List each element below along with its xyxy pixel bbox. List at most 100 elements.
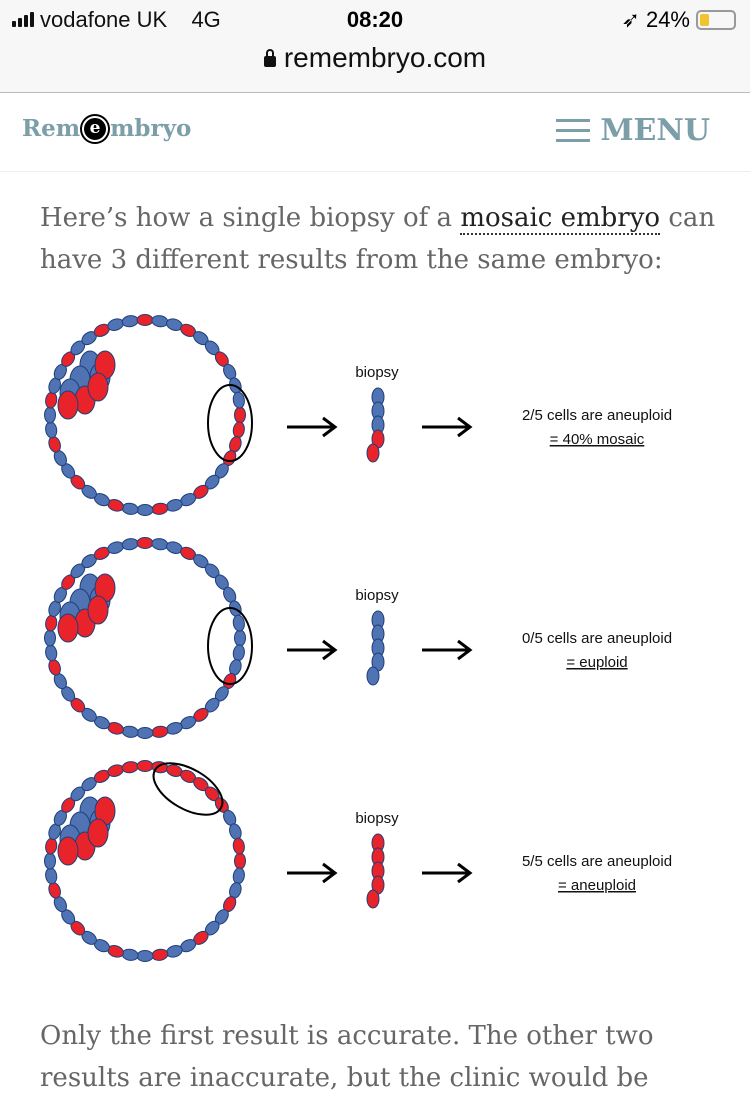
cell [136,727,154,739]
biopsy-circle [207,384,253,462]
cell [232,614,245,632]
cell [57,836,79,866]
inner-cell-mass [57,796,116,866]
carrier: vodafone UK [40,7,168,32]
cell [44,629,56,647]
embryo-ring [44,314,246,516]
mosaic-embryo-link[interactable]: mosaic embryo [460,203,661,235]
embryo-ring [44,760,246,962]
result-text: 0/5 cells are aneuploid [522,630,672,647]
cell [87,372,109,402]
battery-icon [696,10,736,30]
cell [121,725,139,738]
verdict-text: = aneuploid [558,877,636,894]
biopsy-chain [366,387,385,463]
location-icon: ➶ [621,7,640,32]
cell [232,644,245,662]
cell [121,538,139,551]
cell [121,761,139,774]
cell [121,948,139,961]
logo-e-icon: e [82,115,109,142]
biopsy-label: biopsy [355,587,399,604]
address-bar[interactable]: remembryo.com [0,42,750,74]
arrow-icon [422,862,473,884]
cell [232,421,245,439]
intro-text: Here’s how a single biopsy of a [40,203,461,233]
verdict-text: = euploid [566,654,627,671]
diagram-row: biopsy 0/5 cells are aneuploid = euploid [44,537,672,739]
outro-line: Only the first result is accurate. The o… [40,1021,654,1051]
arrow-icon [287,416,338,438]
cell [232,867,245,885]
biopsy-label: biopsy [355,364,399,381]
cell [136,950,154,962]
cell [45,837,58,855]
arrow-icon [422,639,473,661]
menu-label: MENU [600,113,710,148]
cell [44,852,56,870]
cell [366,443,380,463]
biopsy-chain [366,610,385,686]
cell [234,852,246,870]
cell [45,421,58,439]
cell [151,948,169,961]
cell [136,760,154,772]
cell [366,666,380,686]
cell [87,595,109,625]
result-text: 5/5 cells are aneuploid [522,853,672,870]
network: 4G [191,7,221,32]
cell [57,613,79,643]
hamburger-icon [556,119,591,142]
logo-text: mbryo [110,115,192,142]
cell [232,837,245,855]
inner-cell-mass [57,350,116,420]
outro-paragraph: Only the first result is accurate. The o… [40,1015,740,1099]
cell [151,502,169,515]
menu-button[interactable]: MENU [556,113,710,148]
signal-icon [12,12,34,27]
cell [45,391,58,409]
logo-text: Rem [22,115,81,142]
cell [44,406,56,424]
cell [87,818,109,848]
cell [234,406,246,424]
arrow-icon [422,416,473,438]
cell [234,629,246,647]
lock-icon [263,49,276,67]
cell [45,614,58,632]
result-text: 2/5 cells are aneuploid [522,407,672,424]
intro-text: can have 3 different results from the sa… [40,203,716,275]
battery-percent: 24% [645,7,690,32]
verdict-text: = 40% mosaic [550,431,645,448]
biopsy-label: biopsy [355,810,399,827]
biopsy-circle [207,607,253,685]
cell [136,504,154,516]
cell [57,390,79,420]
diagram-row: biopsy 5/5 cells are aneuploid = aneuploid [44,760,672,962]
cell [121,502,139,515]
diagram-row: biopsy 2/5 cells are aneuploid = 40% mosai… [44,314,672,516]
cell [121,315,139,328]
cell [45,867,58,885]
outro-line: results are inaccurate, but the clinic w… [40,1063,649,1093]
status-bar: vodafone UK 4G 08:20 ➶24% remembryo.com [0,0,750,93]
cell [232,391,245,409]
inner-cell-mass [57,573,116,643]
biopsy-chain [366,833,385,909]
biopsy-diagram: biopsy 2/5 cells are aneuploid = 40% mosai… [44,314,672,962]
clock: 08:20 [346,7,404,32]
embryo-ring [44,537,246,739]
url-text: remembryo.com [283,42,487,73]
cell [45,644,58,662]
cell [366,889,380,909]
cell [151,725,169,738]
arrow-icon [287,639,338,661]
cell [151,315,169,328]
cell [151,538,169,551]
arrow-icon [287,862,338,884]
biopsy-circle [152,762,224,816]
intro-paragraph: Here’s how a single biopsy of a mosaic e… [40,197,720,281]
cell [136,314,154,326]
